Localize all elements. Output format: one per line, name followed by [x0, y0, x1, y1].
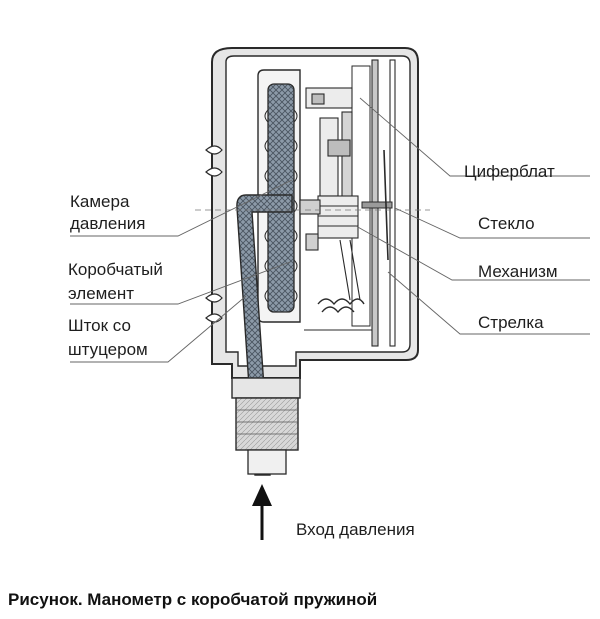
threaded-fitting: [231, 377, 301, 475]
label-pointer: Стрелка: [478, 313, 544, 332]
label-stem-fitting-line1: Шток со: [68, 316, 131, 335]
label-box-element-line2: элемент: [68, 284, 134, 303]
label-pressure-chamber-line2: давления: [70, 214, 146, 233]
label-glass: Стекло: [478, 214, 535, 233]
label-box-element-line1: Коробчатый: [68, 260, 163, 279]
movement-mechanism: [299, 87, 361, 301]
label-pressure-chamber-line1: Камера: [70, 192, 130, 211]
label-stem-fitting-line2: штуцером: [68, 340, 148, 359]
label-mechanism: Механизм: [478, 262, 558, 281]
hairspring: [304, 298, 372, 331]
leader-lines: [70, 97, 590, 363]
figure-caption: Рисунок. Манометр с коробчатой пружиной: [8, 590, 378, 609]
pointer-needle: [361, 149, 393, 261]
label-pressure-inlet: Вход давления: [296, 520, 415, 539]
pressure-inlet-arrow: [252, 484, 272, 540]
label-dial: Циферблат: [464, 162, 555, 181]
